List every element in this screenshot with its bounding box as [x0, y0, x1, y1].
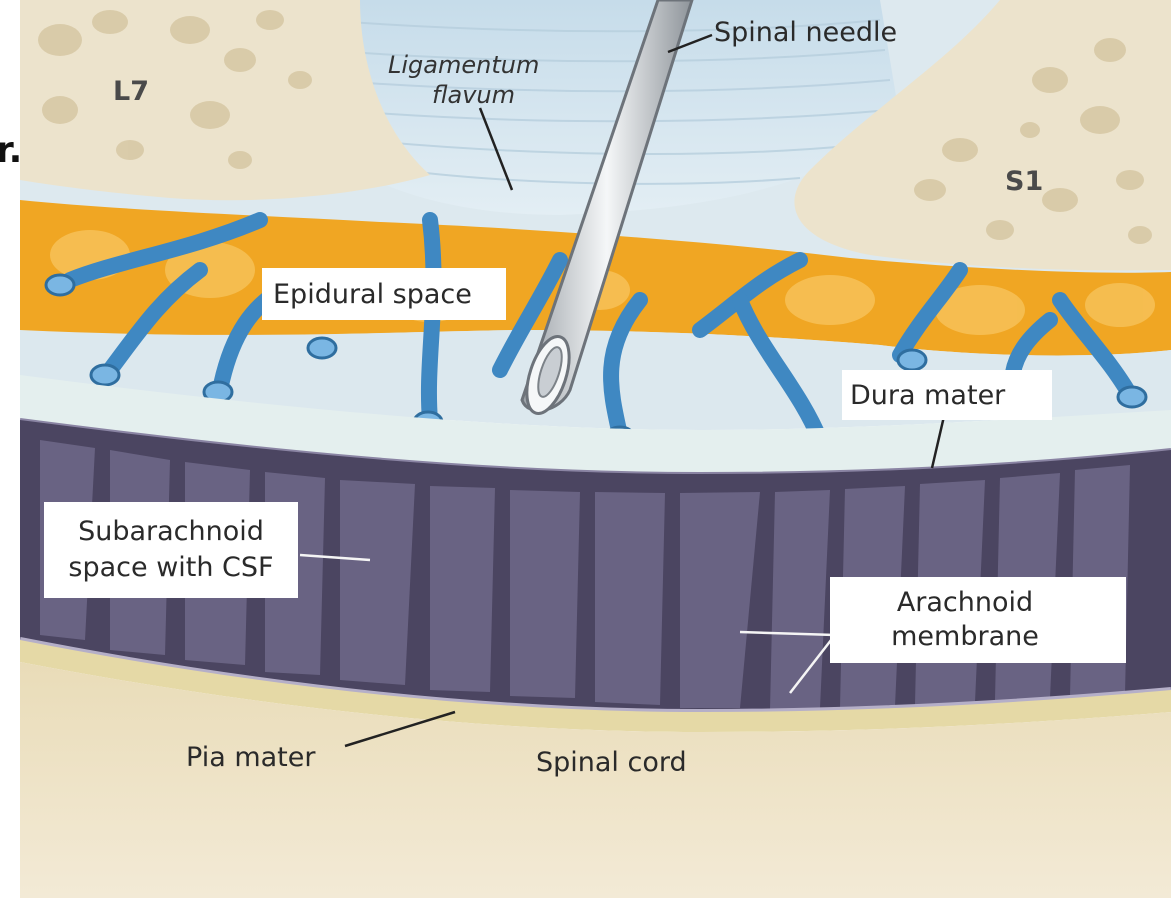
label-arachnoid-line2: membrane	[891, 621, 1039, 652]
label-epidural-space: Epidural space	[273, 279, 472, 310]
label-ligamentum-line1: Ligamentum	[388, 51, 539, 79]
label-spinal-cord: Spinal cord	[536, 747, 687, 778]
label-ligamentum-line2: flavum	[432, 81, 515, 109]
label-subarachnoid-line2: space with CSF	[68, 552, 273, 583]
label-s1: S1	[1005, 166, 1043, 197]
label-dura-mater: Dura mater	[850, 380, 1006, 411]
edge-text-fragment: r.	[0, 130, 22, 171]
label-subarachnoid-line1: Subarachnoid	[78, 516, 264, 547]
label-arachnoid-line1: Arachnoid	[897, 587, 1033, 618]
label-pia-mater: Pia mater	[186, 742, 316, 773]
label-spinal-needle: Spinal needle	[714, 17, 897, 48]
label-l7: L7	[113, 76, 149, 107]
